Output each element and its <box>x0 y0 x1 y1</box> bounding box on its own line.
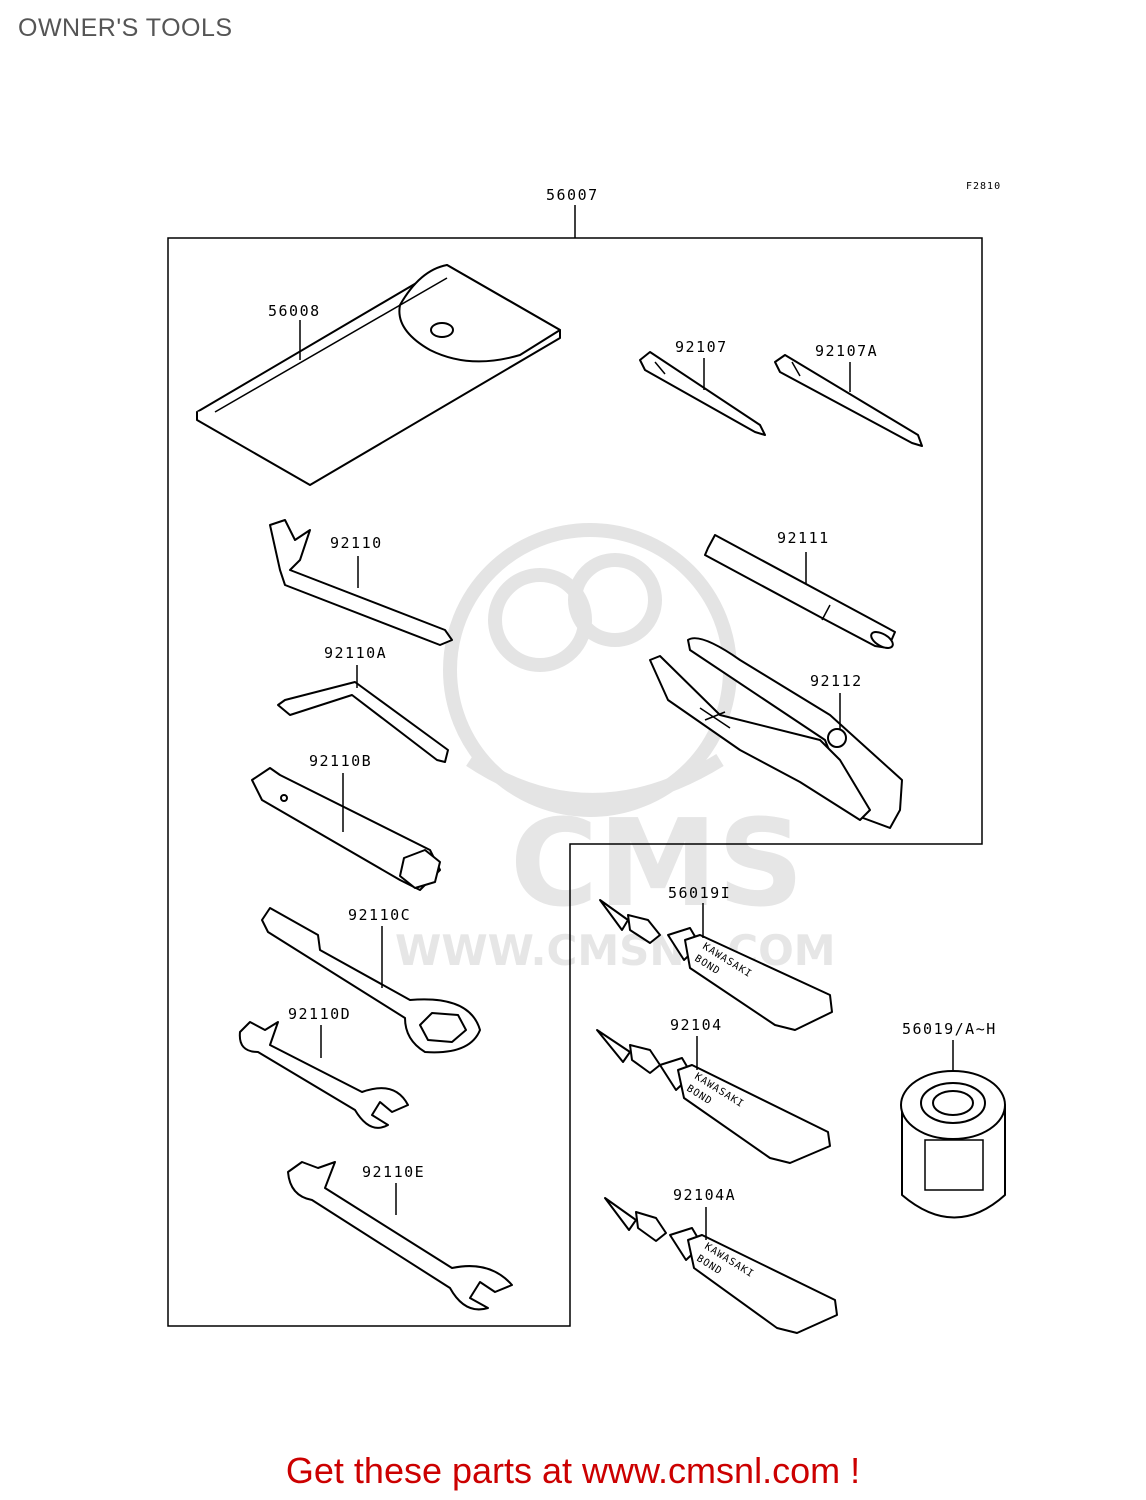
figure-code: F2810 <box>966 181 1001 192</box>
label-open-wrench-small: 92110D <box>288 1005 351 1023</box>
label-hex-key: 92110A <box>324 644 387 662</box>
label-screwdriver-a: 92107 <box>675 338 728 356</box>
promo-banner[interactable]: Get these parts at www.cmsnl.com ! <box>285 1450 861 1491</box>
watermark-brand: CMS <box>510 795 804 934</box>
spark-plug-wrench <box>251 767 441 891</box>
label-pliers: 92112 <box>810 672 863 690</box>
hex-key <box>277 681 449 763</box>
extension-bar <box>704 534 896 649</box>
label-bond-can: 56019/A~H <box>902 1020 997 1038</box>
label-tool-bag: 56008 <box>268 302 321 320</box>
pliers <box>649 637 903 829</box>
page-title: OWNER'S TOOLS <box>18 14 233 42</box>
open-wrench-small <box>238 1021 409 1129</box>
label-bond-tube-3: 92104A <box>673 1186 736 1204</box>
label-screwdriver-b: 92107A <box>815 342 878 360</box>
label-open-wrench-large: 92110E <box>362 1163 425 1181</box>
tool-bag <box>196 264 561 486</box>
kit-outline <box>167 237 983 1327</box>
open-wrench-large <box>287 1161 513 1311</box>
hook-wrench <box>269 519 453 646</box>
bond-tube-2: KAWASAKI BOND <box>596 1029 831 1164</box>
label-extension-bar: 92111 <box>777 529 830 547</box>
label-spark-plug-wrench: 92110B <box>309 752 372 770</box>
screwdriver-a <box>639 351 766 436</box>
label-hook-wrench: 92110 <box>330 534 383 552</box>
screwdriver-b <box>774 354 923 447</box>
bond-can <box>900 1070 1006 1219</box>
ring-wrench <box>261 907 481 1054</box>
label-bond-tube-2: 92104 <box>670 1016 723 1034</box>
bond-tube-3: KAWASAKI BOND <box>604 1197 838 1334</box>
label-kit: 56007 <box>546 186 599 204</box>
label-bond-tube-1: 56019I <box>668 884 731 902</box>
label-ring-wrench: 92110C <box>348 906 411 924</box>
